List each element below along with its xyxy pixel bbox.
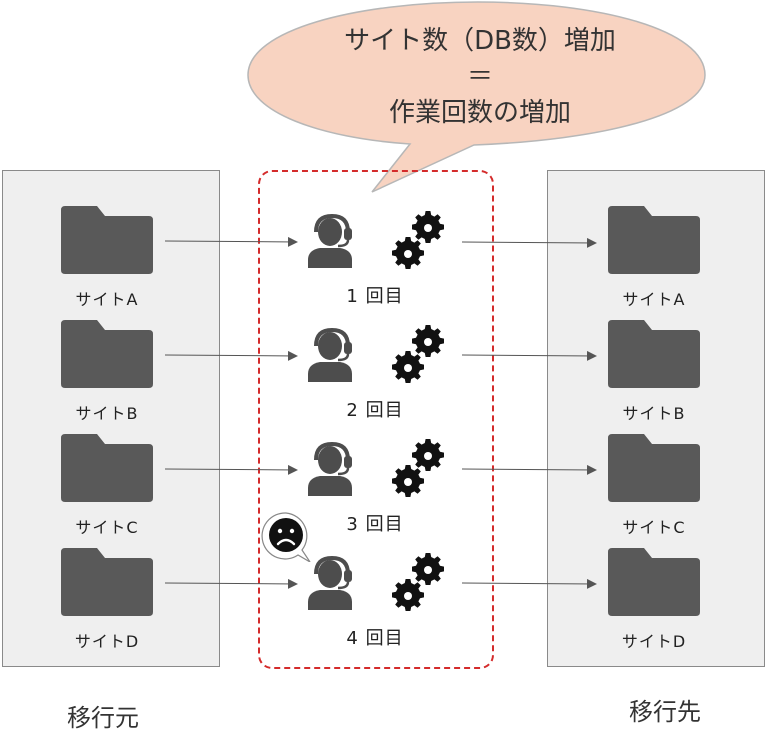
round-label-2: 2 回目 (346, 400, 404, 421)
arrow-dst-2 (461, 350, 597, 361)
arrow-dst-1 (461, 237, 597, 248)
folder-icon (61, 548, 153, 616)
speech-bubble (247, 1, 706, 193)
destination-caption: 移行先 (629, 698, 701, 726)
folder-icon (61, 320, 153, 388)
gears-icon (392, 439, 444, 497)
source-caption: 移行元 (67, 704, 139, 732)
arrow-src-3 (164, 464, 298, 475)
source-site-label-3: サイトC (75, 518, 139, 537)
bubble-line-3: 作業回数の増加 (388, 98, 571, 128)
source-site-label-4: サイトD (74, 632, 140, 651)
speech-bubble-shape (247, 1, 706, 193)
arrow-dst-4 (461, 578, 597, 589)
source-site-label-1: サイトA (75, 290, 139, 309)
destination-site-label-4: サイトD (621, 632, 687, 651)
folder-icon (61, 206, 153, 274)
operator-headset-icon (308, 441, 352, 496)
source-arrows (164, 236, 298, 589)
operator-headset-icon (308, 327, 352, 382)
gears-icon (392, 325, 444, 383)
arrow-dst-3 (461, 464, 597, 475)
bubble-line-1: サイト数（DB数）増加 (344, 26, 616, 56)
process-box (258, 170, 494, 669)
gears-icon (392, 211, 444, 269)
destination-site-label-3: サイトC (622, 518, 686, 537)
sad-face-icon (261, 512, 311, 562)
arrow-src-1 (164, 236, 298, 247)
folder-icon (608, 320, 700, 388)
folder-icon (608, 548, 700, 616)
gears-icon (392, 553, 444, 611)
folder-icon (608, 206, 700, 274)
arrow-src-4 (164, 578, 298, 589)
destination-arrows (461, 237, 597, 589)
source-site-label-2: サイトB (75, 404, 139, 423)
bubble-line-2: ＝ (466, 62, 493, 92)
destination-site-label-2: サイトB (622, 404, 686, 423)
folder-icon (61, 434, 153, 502)
round-label-1: 1 回目 (346, 286, 404, 307)
round-label-3: 3 回目 (346, 514, 404, 535)
folder-icon (608, 434, 700, 502)
operator-headset-icon (308, 213, 352, 268)
arrow-src-2 (164, 350, 298, 361)
round-label-4: 4 回目 (346, 628, 404, 649)
operator-headset-icon (308, 555, 352, 610)
destination-site-label-1: サイトA (622, 290, 686, 309)
